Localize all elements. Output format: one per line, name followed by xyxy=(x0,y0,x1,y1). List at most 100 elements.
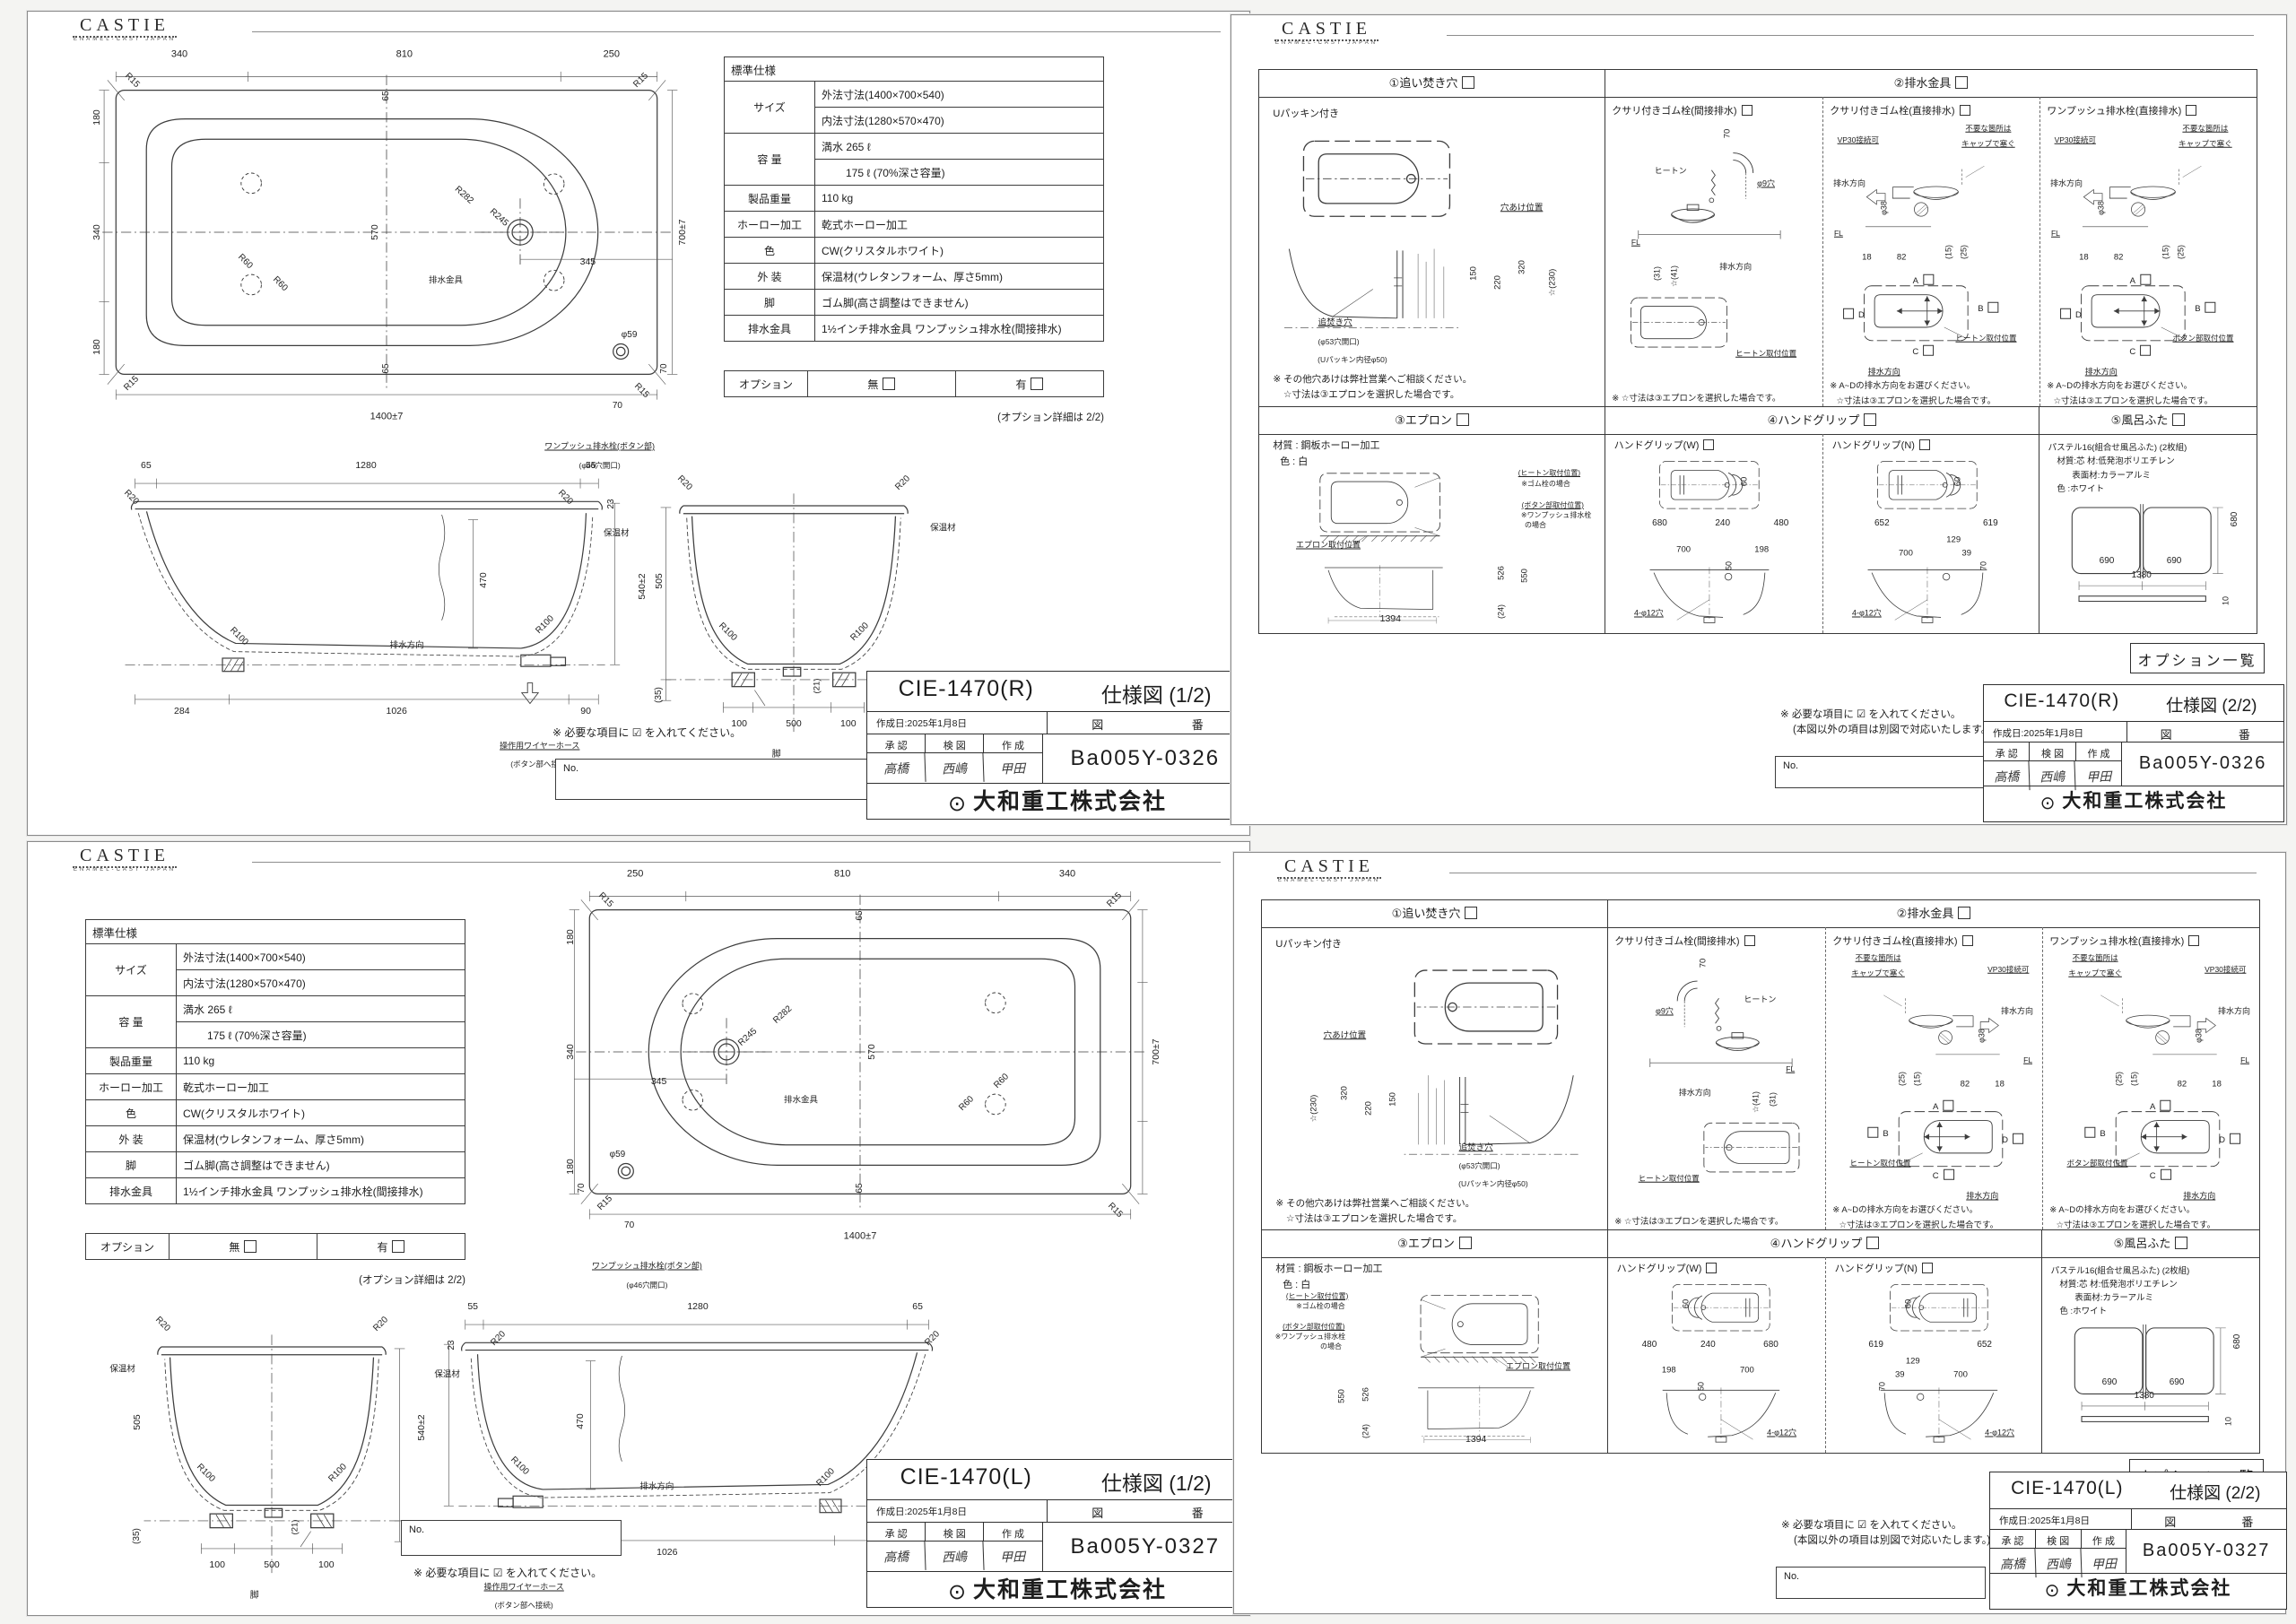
dim-label: 526 xyxy=(1360,1386,1370,1402)
approve-signature: 高橋 xyxy=(1989,1548,2037,1579)
dim-label: 100 xyxy=(731,717,747,729)
handgrip-w-checkbox[interactable] xyxy=(1706,1263,1718,1274)
drain-direction-checkbox[interactable] xyxy=(1943,1099,1954,1111)
drain-direction-checkbox[interactable] xyxy=(2084,1126,2096,1138)
dim-label: 505 xyxy=(653,573,665,590)
section2-checkbox[interactable] xyxy=(1958,907,1971,919)
no-field[interactable]: No. xyxy=(555,759,869,800)
direct-drain-icon xyxy=(1883,994,2001,1055)
drain-direction-checkbox[interactable] xyxy=(1923,344,1935,356)
spec-capacity-full: 満水 265 ℓ xyxy=(176,995,465,1022)
section-title: ③エプロン xyxy=(1259,407,1605,435)
spec-exterior-label: 外 装 xyxy=(85,1125,177,1152)
drain-direction-checkbox[interactable] xyxy=(2013,1133,2024,1144)
dim-label: 470 xyxy=(574,1413,586,1430)
section2-checkbox[interactable] xyxy=(1955,76,1969,89)
company-mark-icon: ⊙ xyxy=(947,1580,967,1604)
spec-exterior: 保温材(ウレタンフォーム、厚さ5mm) xyxy=(814,263,1104,290)
drain-direction-checkbox[interactable] xyxy=(1987,301,1999,313)
drain-direct-rubber-checkbox[interactable] xyxy=(1959,104,1970,116)
spec-size-label: サイズ xyxy=(85,943,177,996)
dim-label: ボタン部取付位置 xyxy=(2066,1158,2128,1168)
doc-title: 仕様図 (2/2) xyxy=(2170,1484,2261,1503)
dim-label: 追焚き穴 xyxy=(1318,317,1352,328)
section1-checkbox[interactable] xyxy=(1465,907,1478,919)
create-signature: 甲田 xyxy=(2091,1556,2117,1572)
dim-label: D xyxy=(2002,1133,2024,1145)
dim-label: FL xyxy=(2240,1055,2250,1065)
doc-title: 仕様図 (1/2) xyxy=(1100,683,1212,707)
section4-checkbox[interactable] xyxy=(1864,413,1877,426)
section3-checkbox[interactable] xyxy=(1456,413,1469,426)
spec-color: CW(クリスタルホワイト) xyxy=(814,237,1104,264)
dim-label: 不要な箇所は xyxy=(1855,952,1901,962)
dim-label: FL xyxy=(1631,237,1640,247)
section1-checkbox[interactable] xyxy=(1462,76,1475,89)
model-number: CIE-1470(R) xyxy=(2004,690,2120,711)
option-have-checkbox[interactable] xyxy=(1031,377,1044,390)
drain-direct-rubber-checkbox[interactable] xyxy=(1961,934,1973,946)
drain-direction-checkbox[interactable] xyxy=(1842,308,1854,319)
handgrip-n-checkbox[interactable] xyxy=(1921,1263,1933,1274)
dim-label: 1394 xyxy=(1465,1433,1487,1445)
drain-direction-checkbox[interactable] xyxy=(2140,344,2152,356)
dim-label: VP30接続可 xyxy=(1837,135,1879,145)
handgrip-w-checkbox[interactable] xyxy=(1703,439,1715,451)
no-field[interactable]: No. xyxy=(1775,756,1985,788)
drain-direction-checkbox[interactable] xyxy=(2139,274,2151,285)
no-field[interactable]: No. xyxy=(401,1520,622,1556)
drain-direction-checkbox[interactable] xyxy=(2059,308,2071,319)
section3-checkbox[interactable] xyxy=(1458,1237,1472,1249)
drain-direction-checkbox[interactable] xyxy=(2205,301,2216,313)
drain-onepush-checkbox[interactable] xyxy=(2188,934,2200,946)
drain-direction-checkbox[interactable] xyxy=(1922,274,1934,285)
handgrip-n-checkbox[interactable] xyxy=(1918,439,1930,451)
section-apron: ③エプロン 材質 : 鋼板ホーロー加工 色 : 白 (ヒートン取付位置)※ゴム栓… xyxy=(1262,1230,1608,1453)
drain-direction-checkbox[interactable] xyxy=(2160,1169,2171,1181)
section-furofuta: ⑤風呂ふた パステル16(組合せ風呂ふた) (2枚組) 材質:芯 材:低発泡ポリ… xyxy=(2039,407,2257,633)
dim-label: 470 xyxy=(477,572,489,589)
dim-label: 65 xyxy=(912,1300,923,1312)
section-title: ①追い焚き穴 xyxy=(1262,900,1607,928)
drain-direction-checkbox[interactable] xyxy=(2160,1099,2171,1111)
section5-checkbox[interactable] xyxy=(2175,1237,2188,1249)
spec-weight-label: 製品重量 xyxy=(85,1047,177,1074)
no-label: No. xyxy=(409,1524,425,1535)
dim-label: 追焚き穴 xyxy=(1458,1142,1493,1153)
drain-onepush-checkbox[interactable] xyxy=(2186,104,2197,116)
tub-section-mini-icon xyxy=(1283,248,1463,329)
dim-label: 排水方向 xyxy=(1719,262,1752,272)
dim-label: φ9穴 xyxy=(1757,178,1775,188)
no-field[interactable]: No. xyxy=(1776,1567,1986,1599)
dim-label: ※ワンプッシュ排水栓 xyxy=(1274,1333,1346,1342)
drain-indirect-checkbox[interactable] xyxy=(1741,104,1752,116)
drain-direction-checkbox[interactable] xyxy=(1943,1169,1954,1181)
dim-label: φ9穴 xyxy=(1655,1006,1674,1016)
dim-label: (ボタン部取付位置) xyxy=(1521,500,1584,509)
tub-section-mini-icon xyxy=(1400,1074,1579,1155)
direct-drain-icon xyxy=(1865,165,1985,228)
option-have-checkbox[interactable] xyxy=(392,1239,405,1253)
section-title: ②排水金具 xyxy=(1608,900,2259,928)
section-title: ②排水金具 xyxy=(1605,70,2257,98)
dim-label: 60 xyxy=(1903,1299,1914,1309)
option-none-checkbox[interactable] xyxy=(244,1239,257,1253)
dim-label: 680 xyxy=(1763,1340,1779,1350)
dim-label: ヒートン取付位置 xyxy=(1849,1158,1911,1168)
dim-label: (25) xyxy=(1959,244,1969,259)
dim-label: 526 xyxy=(1495,566,1506,581)
section4-checkbox[interactable] xyxy=(1866,1237,1880,1249)
spec-drain-label: 排水金具 xyxy=(85,1177,177,1204)
drawing-number: Ba005Y-0326 xyxy=(2138,753,2267,773)
section5-checkbox[interactable] xyxy=(2172,413,2186,426)
dim-label: 82 xyxy=(1960,1079,1970,1090)
option-none-checkbox[interactable] xyxy=(883,377,896,390)
spec-enamel: 乾式ホーロー加工 xyxy=(814,211,1104,238)
doc-title: 仕様図 (2/2) xyxy=(2166,697,2257,716)
dim-label: 700 xyxy=(1739,1365,1754,1376)
drain-direction-checkbox[interactable] xyxy=(1867,1126,1879,1138)
drain-indirect-checkbox[interactable] xyxy=(1744,934,1755,946)
drain-direction-checkbox[interactable] xyxy=(2230,1133,2241,1144)
